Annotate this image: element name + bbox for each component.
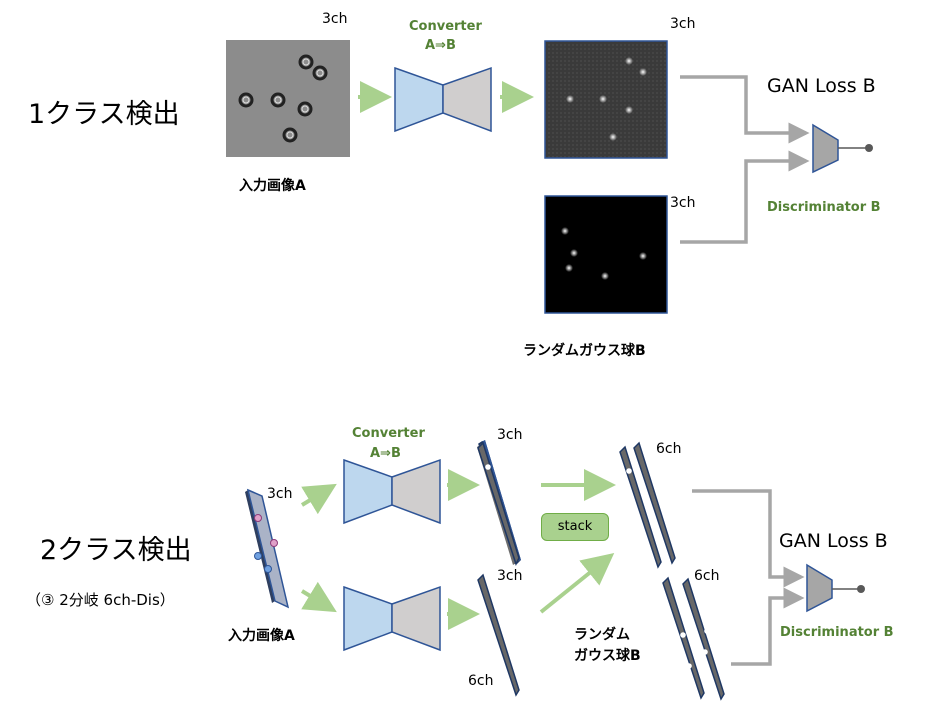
connector-random-to-dis-1	[680, 150, 810, 244]
section1-random-channels: 3ch	[670, 195, 696, 211]
section1-input-channels: 3ch	[322, 11, 348, 27]
output-bottom-image	[477, 573, 520, 697]
discriminator-1	[812, 123, 873, 174]
section1-random-label: ランダムガウス球B	[523, 343, 646, 359]
input-image-a-2	[245, 488, 290, 609]
section2-discriminator-label: Discriminator B	[780, 625, 894, 640]
connector-random-to-dis-2	[731, 587, 805, 666]
section2-gan-loss: GAN Loss B	[779, 530, 888, 552]
section2-converter-label: Converter	[352, 426, 425, 441]
section1-converter-direction: A⇒B	[425, 38, 456, 53]
arrow-bottom-to-stack	[539, 552, 615, 614]
section1-converter-label: Converter	[409, 19, 482, 34]
section1-output-channels: 3ch	[670, 16, 696, 32]
arrow-input-to-converter-top	[300, 483, 337, 515]
section2-out-bottom-channels-6ch: 6ch	[468, 673, 494, 689]
section2-random-label-line2: ガウス球B	[574, 648, 641, 664]
output-top-image	[477, 441, 520, 566]
converter-1	[394, 66, 492, 133]
converter-2-top	[343, 458, 441, 525]
random-gauss-image-1	[544, 195, 668, 314]
section2-random-channels: 6ch	[694, 568, 720, 584]
section1-gan-loss: GAN Loss B	[767, 75, 876, 97]
section2-input-label: 入力画像A	[228, 628, 295, 644]
arrow-input-to-converter-bottom	[300, 581, 337, 613]
converter-2-bottom	[343, 585, 441, 652]
connector-stack-to-dis-2	[692, 489, 805, 588]
section1-discriminator-label: Discriminator B	[767, 200, 881, 215]
section2-input-channels: 3ch	[267, 486, 293, 502]
input-image-a-1	[226, 40, 350, 157]
section1-title: 1クラス検出	[28, 99, 180, 130]
section1-input-label: 入力画像A	[239, 178, 306, 194]
stacked-output-6ch	[619, 441, 676, 569]
section2-out-top-channels: 3ch	[497, 427, 523, 443]
stack-badge: stack	[541, 513, 609, 541]
output-image-b-1	[544, 40, 668, 159]
section2-subtitle: （③ 2分岐 6ch-Dis）	[26, 591, 175, 609]
discriminator-2	[806, 563, 865, 613]
random-gauss-6ch	[662, 576, 725, 701]
section2-title: 2クラス検出	[40, 535, 192, 566]
section2-stacked-channels: 6ch	[656, 441, 682, 457]
section2-converter-direction: A⇒B	[370, 446, 401, 461]
connector-output-to-dis-1	[680, 75, 810, 144]
section2-out-bottom-channels: 3ch	[497, 568, 523, 584]
section2-random-label-line1: ランダム	[574, 627, 630, 643]
